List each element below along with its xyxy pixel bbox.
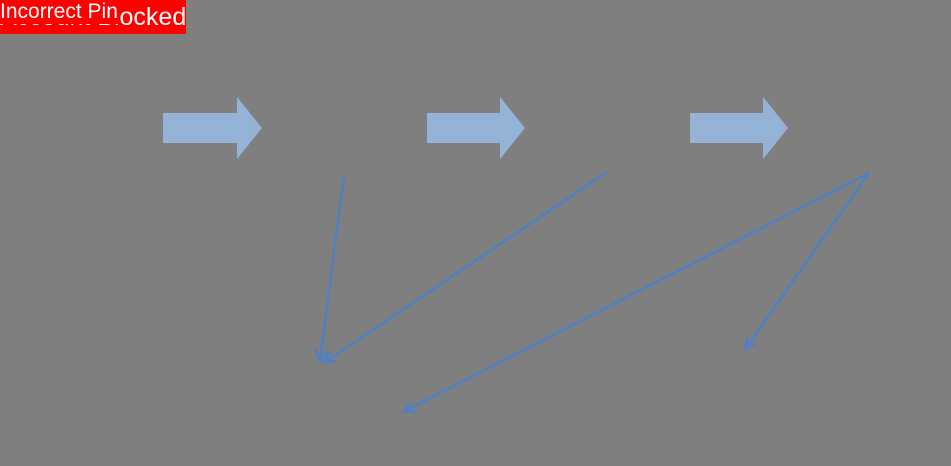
block-arrow-start-to-1st-try bbox=[163, 97, 262, 159]
connector-2nd-try-to-access-granted bbox=[325, 170, 608, 362]
label-incorrect-pin-3: Incorrect Pin bbox=[0, 0, 118, 24]
block-arrow-1st-try-to-2nd-try bbox=[427, 97, 525, 159]
connector-3rd-try-to-access-granted bbox=[405, 171, 870, 411]
connector-3rd-try-to-account-blocked bbox=[746, 172, 871, 348]
connector-1st-try-to-access-granted bbox=[320, 175, 346, 360]
block-arrow-2nd-try-to-3rd-try bbox=[690, 97, 788, 159]
label-incorrect-pin-3-text: Incorrect Pin bbox=[0, 0, 118, 23]
